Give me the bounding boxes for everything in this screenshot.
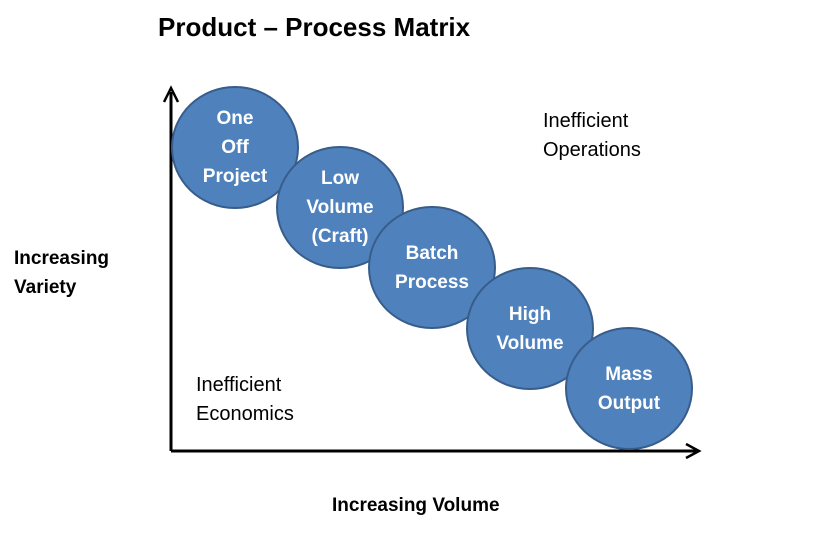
y-axis-arrowhead — [162, 85, 180, 103]
diagram-title: Product – Process Matrix — [158, 12, 471, 42]
region-inefficient-economics: Inefficient Economics — [196, 371, 294, 429]
y-axis-label: Increasing Variety — [14, 244, 109, 302]
x-axis-arrowhead — [685, 442, 702, 460]
region-inefficient-operations: Inefficient Operations — [543, 107, 641, 165]
stage-label-line: One — [216, 108, 254, 129]
stage-label-line: High — [508, 303, 552, 325]
region-bottom-line-2: Economics — [196, 403, 294, 425]
stage-label-line: Process — [395, 271, 469, 293]
y-axis-label-line-2: Variety — [14, 277, 77, 298]
stage-label-line: Volume — [496, 332, 564, 354]
stage-label-line: (Craft) — [311, 226, 369, 247]
stage-label-line: Project — [202, 166, 268, 187]
region-top-line-2: Operations — [543, 139, 641, 161]
region-top-line-1: Inefficient — [543, 110, 629, 132]
y-axis-label-line-1: Increasing — [14, 248, 110, 269]
stage-circle-low-volume: Low Volume (Craft) — [276, 146, 404, 269]
stage-circle-mass-output: Mass Output — [565, 327, 693, 450]
stage-label-line: Mass — [605, 363, 653, 385]
stage-label-line: Batch — [405, 242, 459, 264]
stage-label-line: Output — [597, 392, 661, 414]
stage-label-line: Off — [221, 137, 249, 158]
stage-label-line: Low — [321, 168, 359, 189]
x-axis-label: Increasing Volume — [332, 495, 500, 516]
region-bottom-line-1: Inefficient — [196, 374, 282, 396]
stage-circle-one-off-project: One Off Project — [171, 86, 299, 209]
stage-label-line: Volume — [306, 197, 374, 218]
